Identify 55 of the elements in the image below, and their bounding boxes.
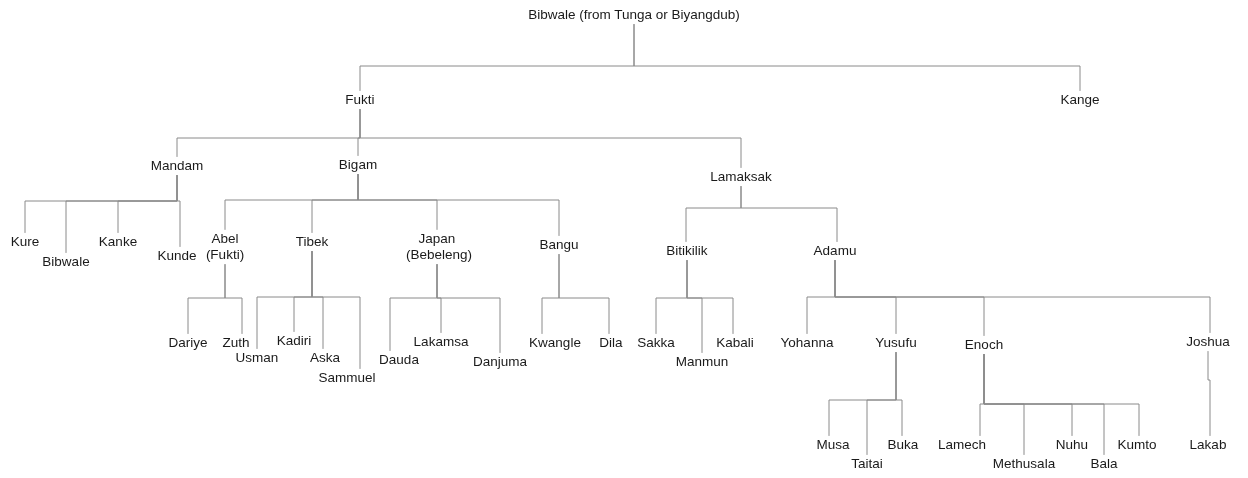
person-name: Usman — [235, 349, 279, 367]
person-name: Kadiri — [276, 332, 312, 350]
tree-connector — [224, 263, 243, 335]
person-name: Bibwale — [42, 253, 90, 271]
tree-connector — [359, 108, 742, 169]
tree-connector — [686, 259, 734, 335]
person-name: Aska — [310, 349, 340, 367]
tree-connector — [983, 353, 1140, 437]
person-name: Yohanna — [780, 334, 834, 352]
person-name: Methusala — [992, 455, 1056, 473]
person-name: Taitai — [851, 455, 883, 473]
person-name: Adamu — [813, 242, 857, 260]
tree-connector — [311, 250, 361, 370]
tree-connector — [834, 259, 1211, 334]
tree-connector — [633, 23, 1081, 92]
person-name: Kanke — [98, 233, 138, 251]
person-name: Bangu — [539, 236, 579, 254]
person-name: Kumto — [1117, 436, 1157, 454]
person-name: Dila — [599, 334, 623, 352]
person-name: Kwangle — [529, 334, 581, 352]
person-name: Dariye — [168, 334, 208, 352]
person-name: Enoch — [964, 336, 1004, 354]
person-name: Kunde — [157, 247, 197, 265]
person-name: Zuth — [222, 334, 250, 352]
person-name: Kure — [10, 233, 40, 251]
person-name: Danjuma — [473, 353, 527, 371]
person-name: Nuhu — [1055, 436, 1089, 454]
tree-connector — [1207, 350, 1211, 437]
person-name: Bala — [1090, 455, 1118, 473]
tree-connector — [357, 173, 560, 237]
person-name: Yusufu — [875, 334, 917, 352]
person-name: Mandam — [150, 157, 204, 175]
tree-connector — [436, 263, 501, 354]
person-name: Lamaksak — [710, 168, 772, 186]
tree-connector — [740, 185, 838, 243]
person-name: Kange — [1060, 91, 1100, 109]
person-name: Joshua — [1186, 333, 1230, 351]
person-name: Dauda — [379, 351, 419, 369]
tree-connector — [176, 174, 181, 248]
person-name: Bitikilik — [666, 242, 708, 260]
person-name: Lamech — [938, 436, 986, 454]
person-name: Manmun — [675, 353, 729, 371]
person-name: Lakab — [1189, 436, 1227, 454]
person-name: Sammuel — [318, 369, 376, 387]
person-name: Bibwale (from Tunga or Biyangdub) — [528, 6, 740, 24]
person-name: Fukti — [345, 91, 375, 109]
person-name: Buka — [887, 436, 919, 454]
person-name: Musa — [816, 436, 850, 454]
person-name: Tibek — [295, 233, 329, 251]
person-name: Bigam — [338, 156, 378, 174]
person-name: Sakka — [637, 334, 675, 352]
person-name: Kabali — [716, 334, 754, 352]
tree-connector — [558, 253, 610, 335]
person-name: Lakamsa — [413, 333, 469, 351]
tree-connector — [895, 351, 903, 437]
